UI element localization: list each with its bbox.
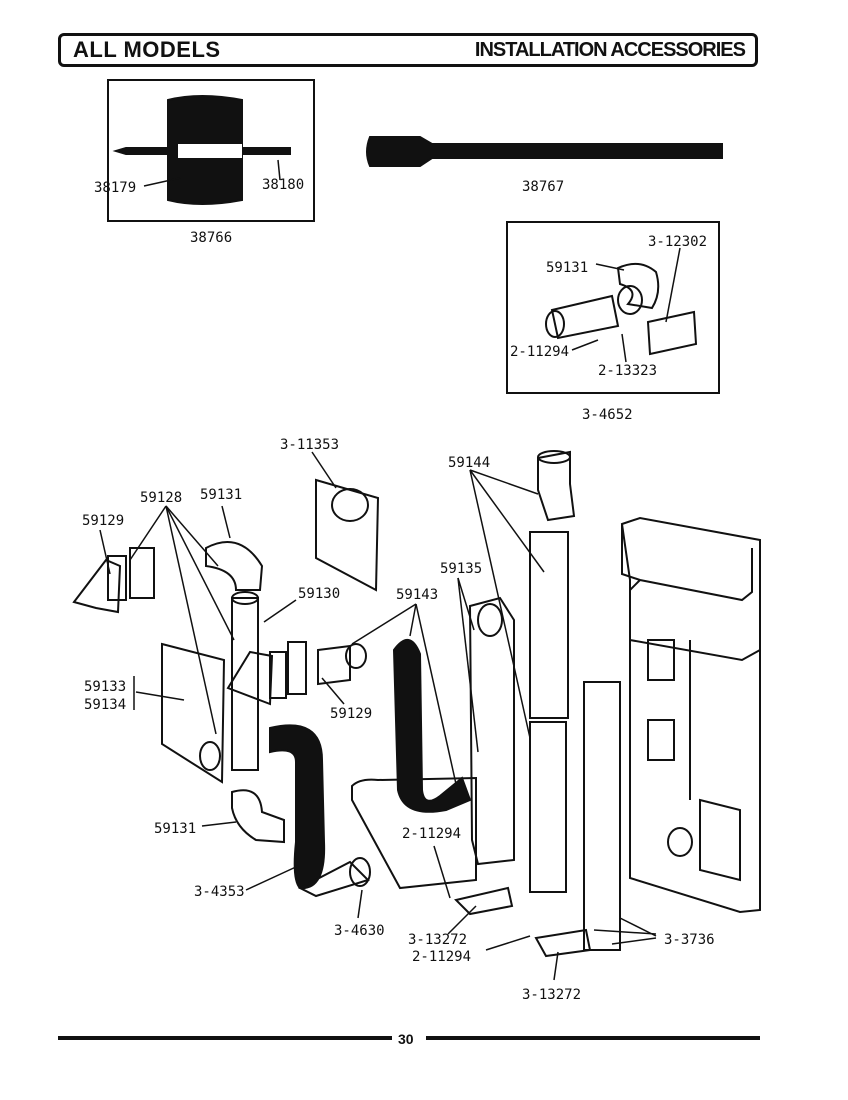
kit-3-4652-box — [506, 221, 720, 394]
pipe-59130 — [231, 597, 259, 771]
label-3-13272-b: 3-13272 — [522, 987, 581, 1003]
flex-duct-59143 — [392, 639, 472, 813]
flex-duct-3-4353 — [269, 724, 326, 890]
vertical-duct-tall — [583, 681, 621, 951]
part-labels: 38179 38180 38766 38767 3-12302 59131 2-… — [82, 177, 715, 1003]
hood-mid — [226, 650, 274, 706]
label-2-11294-bottom: 2-11294 — [412, 949, 471, 965]
label-2-13323: 2-13323 — [598, 363, 657, 379]
label-59143: 59143 — [396, 587, 438, 603]
models-title: ALL MODELS — [73, 37, 221, 62]
label-38180: 38180 — [262, 177, 304, 193]
hood-59129-left — [72, 558, 122, 614]
vertical-duct-upper — [529, 531, 569, 719]
label-3-4353: 3-4353 — [194, 884, 245, 900]
kit-elbow-icon — [616, 262, 660, 310]
bracket-3-13272-b — [534, 928, 592, 958]
panel-3-11353 — [315, 478, 380, 592]
label-59144: 59144 — [448, 455, 490, 471]
extension-38767 — [366, 136, 723, 167]
label-59131-kit: 59131 — [546, 260, 588, 276]
connector-59144 — [537, 450, 576, 522]
label-59135: 59135 — [440, 561, 482, 577]
bracket-3-13272-a — [454, 886, 514, 916]
kit-label-card — [646, 310, 698, 356]
label-38766: 38766 — [190, 230, 232, 246]
kit-38766-box — [107, 79, 315, 222]
label-59131-top: 59131 — [200, 487, 242, 503]
label-3-3736: 3-3736 — [664, 932, 715, 948]
label-3-4630: 3-4630 — [334, 923, 385, 939]
label-3-11353: 3-11353 — [280, 437, 339, 453]
label-59129-left: 59129 — [82, 513, 124, 529]
label-3-12302: 3-12302 — [648, 234, 707, 250]
wall-panel-59133 — [161, 642, 226, 784]
floor-outline — [351, 776, 477, 890]
label-59133: 59133 — [84, 679, 126, 695]
section-title: INSTALLATION ACCESSORIES — [474, 39, 746, 61]
label-3-13272-a: 3-13272 — [408, 932, 467, 948]
label-3-4652: 3-4652 — [582, 407, 633, 423]
label-59131-bottom: 59131 — [154, 821, 196, 837]
panel-59135 — [468, 596, 515, 866]
label-59129-mid: 59129 — [330, 706, 372, 722]
dryer-cabinet — [620, 516, 761, 914]
label-2-11294-kit: 2-11294 — [510, 344, 569, 360]
vertical-duct-lower — [529, 721, 567, 893]
page-header: ALL MODELS INSTALLATION ACCESSORIES — [58, 33, 758, 67]
label-59134: 59134 — [84, 697, 126, 713]
label-38179: 38179 — [94, 180, 136, 196]
label-59130: 59130 — [298, 586, 340, 602]
label-38767: 38767 — [522, 179, 564, 195]
label-2-11294-mid: 2-11294 — [402, 826, 461, 842]
label-59128: 59128 — [140, 490, 182, 506]
page-number: 30 — [398, 1031, 414, 1047]
elbow-59131-top — [205, 541, 264, 591]
elbow-59131-bottom — [231, 789, 285, 844]
leader-lines — [99, 159, 681, 981]
